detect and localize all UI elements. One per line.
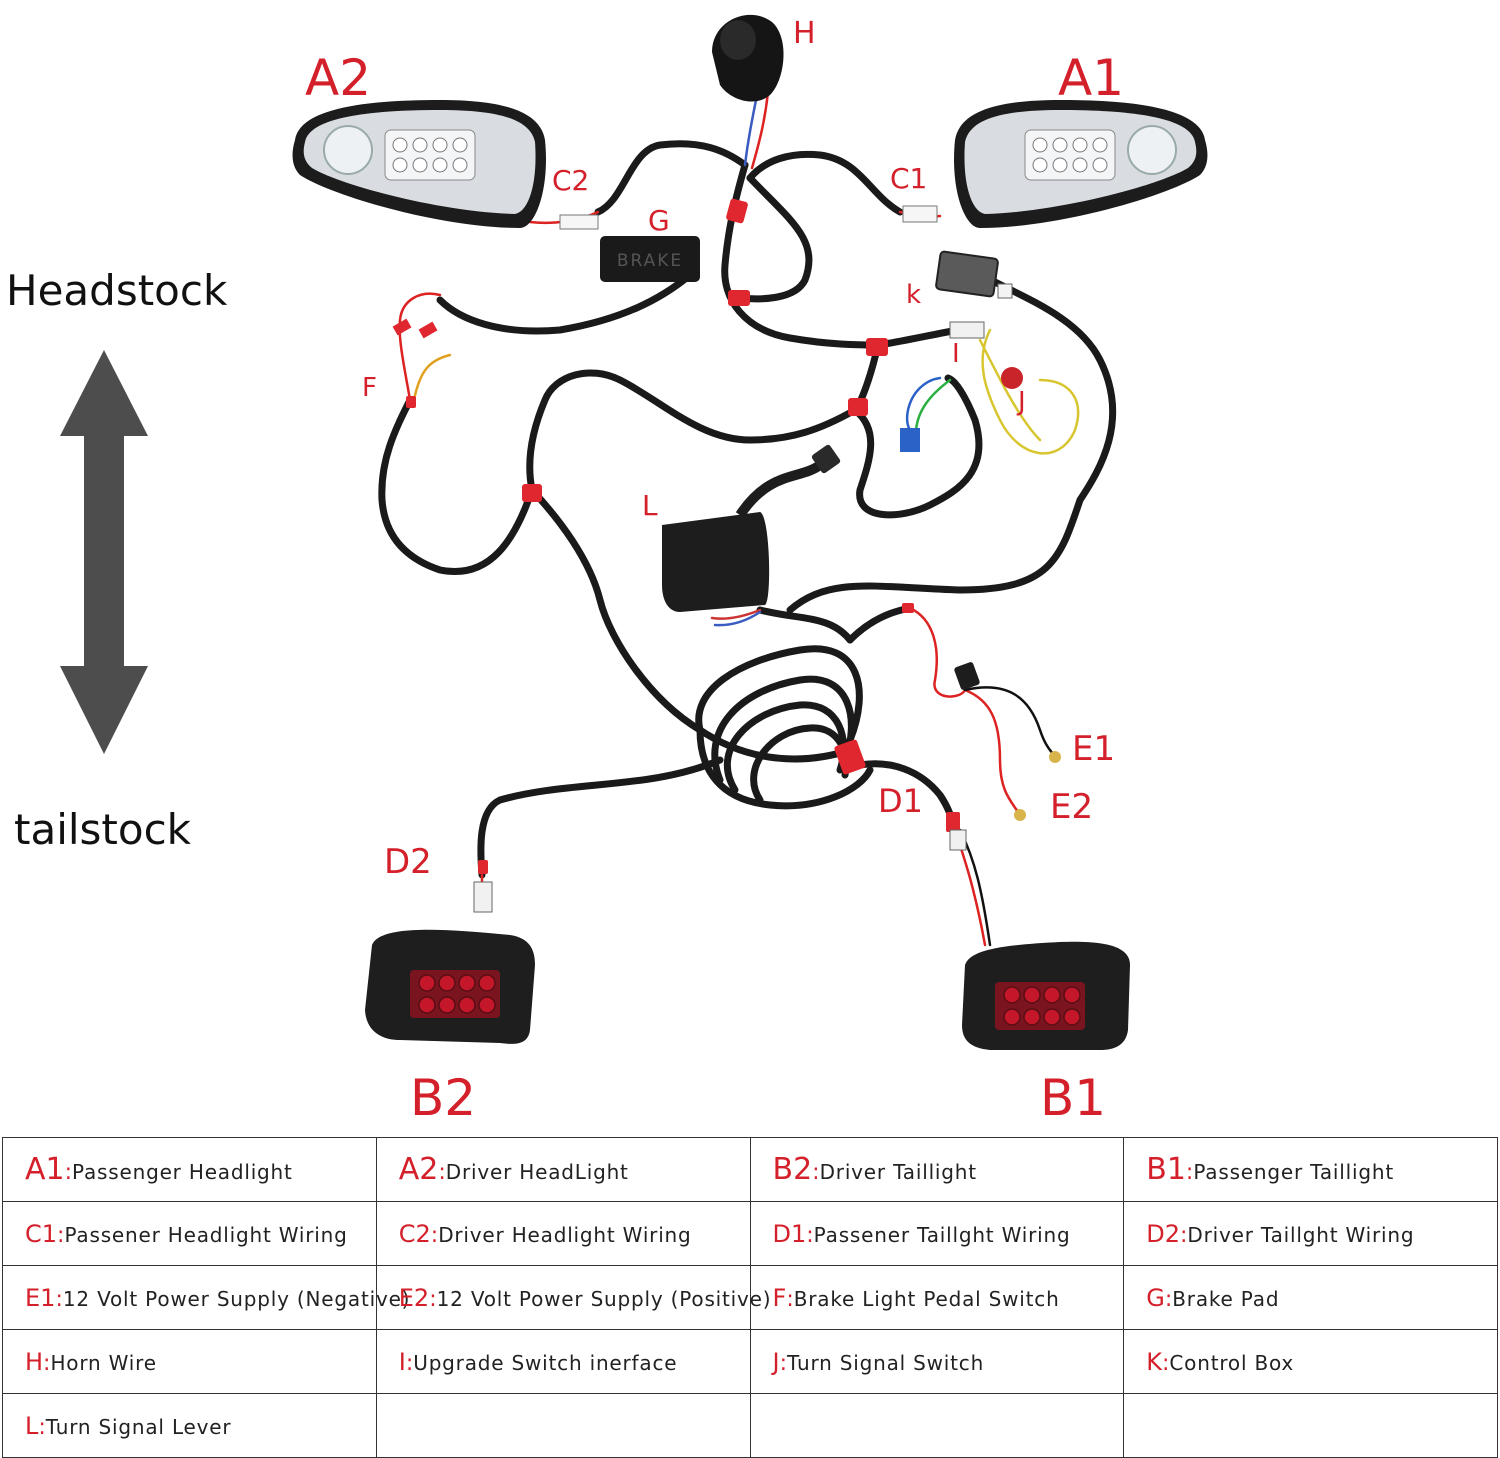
legend-cell: L:Turn Signal Lever [2,1393,377,1458]
horn [712,14,784,102]
component-labels: A2 A1 H C2 C1 G k I J F L E1 E2 D1 D2 B2… [305,16,1124,1127]
legend-cell: A1:Passenger Headlight [2,1137,377,1202]
legend-cell: H:Horn Wire [2,1329,377,1394]
taillight-b2 [365,929,535,1044]
headstock-label: Headstock [6,266,228,315]
brake-pad-text: BRAKE [617,251,683,271]
legend-cell: D2:Driver Taillght Wiring [1123,1201,1498,1266]
legend-cell: D1:Passener Taillght Wiring [749,1201,1125,1266]
tailstock-label: tailstock [14,805,192,854]
headlight-a2 [292,100,599,230]
wiring-diagram: BRAKE [60,14,1208,1127]
label-a2: A2 [305,49,371,107]
legend-cell: B1:Passenger Taillight [1123,1137,1498,1202]
switch-interface-connector [949,321,985,339]
pedal-switch-terminals [392,318,438,339]
headlight-a1 [902,100,1208,228]
label-a1: A1 [1058,49,1124,107]
legend-cell: E2:12 Volt Power Supply (Positive) [375,1265,771,1330]
legend-row: E1:12 Volt Power Supply (Negative) E2:12… [2,1265,1498,1330]
label-j: J [1016,387,1026,417]
label-e1: E1 [1072,729,1115,769]
label-h: H [793,16,816,51]
turn-signal-switch [900,367,1023,452]
legend-cell: E1:12 Volt Power Supply (Negative) [2,1265,409,1330]
legend-row: A1:Passenger Headlight A2:Driver HeadLig… [2,1137,1498,1202]
label-k: k [906,280,921,310]
legend-row: L:Turn Signal Lever [2,1393,1498,1458]
legend-cell-empty [1123,1393,1498,1458]
legend-cell: K:Control Box [1123,1329,1498,1394]
legend-cell: C2:Driver Headlight Wiring [375,1201,751,1266]
legend-cell: J:Turn Signal Switch [749,1329,1125,1394]
label-d2: D2 [384,842,432,882]
legend-cell-empty [749,1393,1125,1458]
label-b1: B1 [1040,1069,1106,1127]
brake-pad: BRAKE [600,236,700,282]
label-c2: C2 [552,164,589,197]
taillight-b1 [962,941,1130,1050]
legend-table: A1:Passenger Headlight A2:Driver HeadLig… [2,1137,1498,1458]
label-g: G [648,204,670,237]
legend-cell-empty [375,1393,751,1458]
label-i: I [952,339,960,369]
label-c1: C1 [890,162,927,195]
turn-signal-lever [662,444,841,612]
legend-cell: I:Upgrade Switch inerface [375,1329,751,1394]
legend-cell: C1:Passener Headlight Wiring [2,1201,377,1266]
power-terminals [1014,751,1061,821]
orientation-arrow [60,350,148,754]
legend-row: C1:Passener Headlight Wiring C2:Driver H… [2,1201,1498,1266]
fuse-holder [954,662,980,690]
label-d1: D1 [878,782,923,820]
label-l: L [642,489,658,522]
label-b2: B2 [410,1069,476,1127]
tape-markers [406,198,960,874]
taillight-connectors [473,829,967,913]
label-e2: E2 [1050,787,1093,827]
control-box [935,250,1013,299]
legend-cell: F:Brake Light Pedal Switch [749,1265,1125,1330]
label-f: F [362,373,377,403]
legend-row: H:Horn Wire I:Upgrade Switch inerface J:… [2,1329,1498,1394]
legend-cell: A2:Driver HeadLight [375,1137,751,1202]
legend-cell: B2:Driver Taillight [749,1137,1125,1202]
legend-cell: G:Brake Pad [1123,1265,1498,1330]
